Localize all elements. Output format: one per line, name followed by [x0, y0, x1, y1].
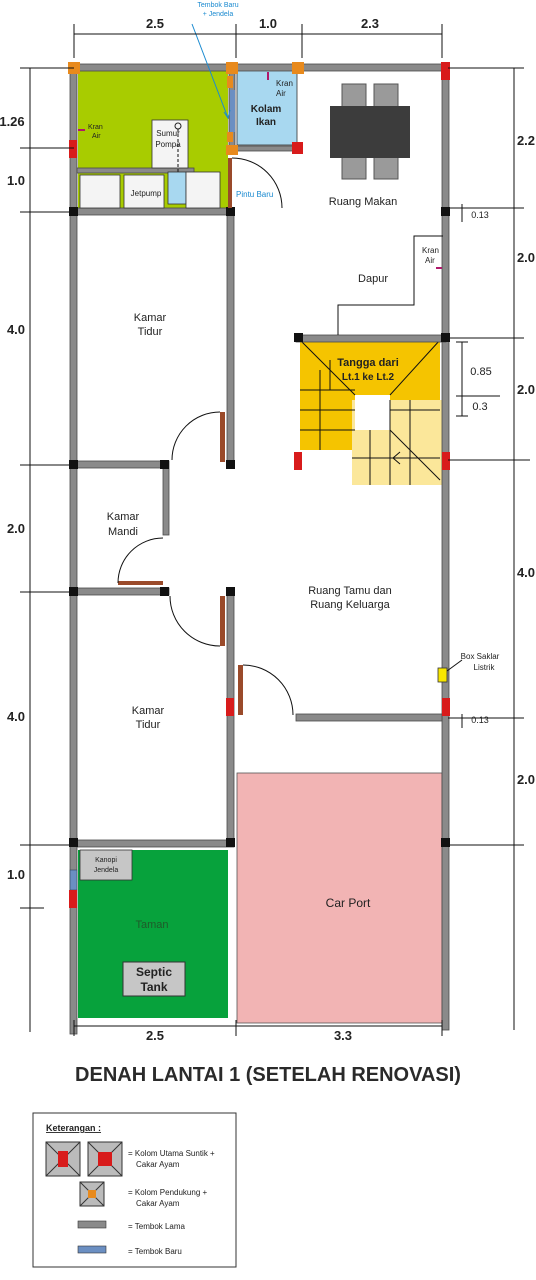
room-dapur: Dapur — [358, 273, 388, 285]
room-tangga-2: Lt.1 ke Lt.2 — [342, 372, 395, 383]
room-car-port: Car Port — [326, 896, 371, 910]
dim-right-3: 2.0 — [517, 382, 535, 397]
room-sumur-pompa: Sumur — [156, 129, 180, 138]
stair-direction-arrow — [392, 451, 412, 465]
dim-bottom-2: 3.3 — [334, 1028, 352, 1043]
new-wall-segment — [69, 869, 78, 891]
legend-new-wall-swatch — [77, 1245, 107, 1254]
kran-air-label-1: Kran — [276, 79, 293, 88]
carport-area — [236, 772, 443, 1024]
dim-left-4: 2.0 — [7, 521, 25, 536]
dim-top-1: 2.5 — [146, 16, 164, 31]
switch-box-icon — [437, 667, 448, 683]
sink-counter-left — [79, 174, 121, 209]
dim-inner-3: 0.3 — [472, 401, 487, 413]
dim-left-5: 4.0 — [7, 709, 25, 724]
legend-item-4: = Tembok Baru — [128, 1247, 182, 1256]
annotation-pintu-baru: Pintu Baru — [236, 190, 273, 199]
room-taman: Taman — [135, 919, 168, 931]
switch-box-label-2: Listrik — [474, 663, 496, 672]
fish-pond — [236, 69, 298, 146]
room-kolam-ikan: Kolam — [251, 104, 282, 115]
walls-old — [69, 63, 450, 1035]
room-kamar-tidur-2b: Tidur — [136, 719, 161, 731]
dim-top-2: 1.0 — [259, 16, 277, 31]
legend-old-wall-swatch — [77, 1220, 107, 1229]
dining-table-set — [330, 83, 410, 180]
sink-counter-mid — [123, 174, 165, 209]
septic-tank-box — [122, 961, 186, 997]
dimension-lines — [20, 24, 530, 1036]
legend-item-3: = Tembok Lama — [128, 1222, 186, 1231]
dim-right-2: 2.0 — [517, 250, 535, 265]
stair-treads — [299, 339, 441, 485]
legend-item-2: = Kolom Pendukung + — [128, 1188, 207, 1197]
room-kamar-tidur-1: Kamar — [134, 312, 167, 324]
room-sumur-pompa-2: Pompa — [155, 140, 181, 149]
room-tangga: Tangga dari — [337, 357, 399, 369]
legend-box — [32, 1112, 237, 1268]
stairwell-void — [355, 395, 390, 430]
water-tank — [167, 171, 187, 205]
room-kamar-tidur-2: Kamar — [132, 705, 165, 717]
room-kamar-tidur-1b: Tidur — [138, 326, 163, 338]
kanopi-window-box — [79, 849, 133, 881]
dim-bottom-1: 2.5 — [146, 1028, 164, 1043]
kran-air-label-3: Kran — [422, 246, 439, 255]
doors — [117, 157, 294, 716]
room-ruang-makan: Ruang Makan — [329, 196, 398, 208]
annotation-leader — [191, 23, 229, 119]
switch-box-label: Box Saklar — [461, 652, 500, 661]
annotation-tembok-baru: Tembok Baru — [197, 2, 238, 9]
legend-support-column-icon — [79, 1181, 105, 1207]
dim-left-6: 1.0 — [7, 867, 25, 882]
room-kanopi-2: Jendela — [94, 867, 119, 874]
legend-item-2b: Cakar Ayam — [136, 1199, 180, 1208]
dim-inner-1: 0.13 — [471, 210, 489, 220]
kitchen-counter — [337, 235, 443, 335]
room-kolam-ikan-2: Ikan — [256, 117, 276, 128]
room-septic-2: Tank — [140, 980, 167, 994]
kran-air-label-2b: Air — [92, 133, 101, 140]
dim-left-2: 1.0 — [7, 173, 25, 188]
switch-box-leader — [446, 659, 463, 672]
legend-main-column-icon — [45, 1141, 123, 1177]
dim-left-1: 1.26 — [0, 114, 25, 129]
columns-support — [68, 62, 304, 155]
kran-air-label-2: Kran — [88, 124, 103, 131]
water-tap-icon — [78, 72, 442, 269]
sumur-pompa-box — [151, 119, 189, 169]
dim-top-3: 2.3 — [361, 16, 379, 31]
new-wall-window — [230, 90, 235, 132]
room-septic: Septic — [136, 965, 172, 979]
kran-air-label-1b: Air — [276, 89, 286, 98]
counter-right — [185, 171, 221, 209]
room-kamar-mandi-2: Mandi — [108, 526, 138, 538]
annotation-jendela: + Jendela — [203, 11, 234, 18]
legend-title: Keterangan : — [46, 1123, 101, 1133]
room-kanopi: Kanopi — [95, 857, 117, 864]
dim-left-3: 4.0 — [7, 322, 25, 337]
dim-inner-4: 0.13 — [471, 715, 489, 725]
dim-inner-2: 0.85 — [470, 366, 491, 378]
dim-right-4: 4.0 — [517, 565, 535, 580]
annotation-arrow — [223, 109, 231, 120]
room-ruang-tamu: Ruang Tamu dan — [308, 585, 392, 597]
room-jetpump: Jetpump — [131, 189, 162, 198]
dim-right-5: 2.0 — [517, 772, 535, 787]
dim-right-1: 2.2 — [517, 133, 535, 148]
kran-air-label-3b: Air — [425, 256, 435, 265]
legend-item-1: = Kolom Utama Suntik + — [128, 1149, 215, 1158]
plan-title: DENAH LANTAI 1 (SETELAH RENOVASI) — [75, 1064, 461, 1086]
room-kamar-mandi: Kamar — [107, 511, 140, 523]
legend-item-1b: Cakar Ayam — [136, 1160, 180, 1169]
room-ruang-tamu-2: Ruang Keluarga — [310, 599, 390, 611]
